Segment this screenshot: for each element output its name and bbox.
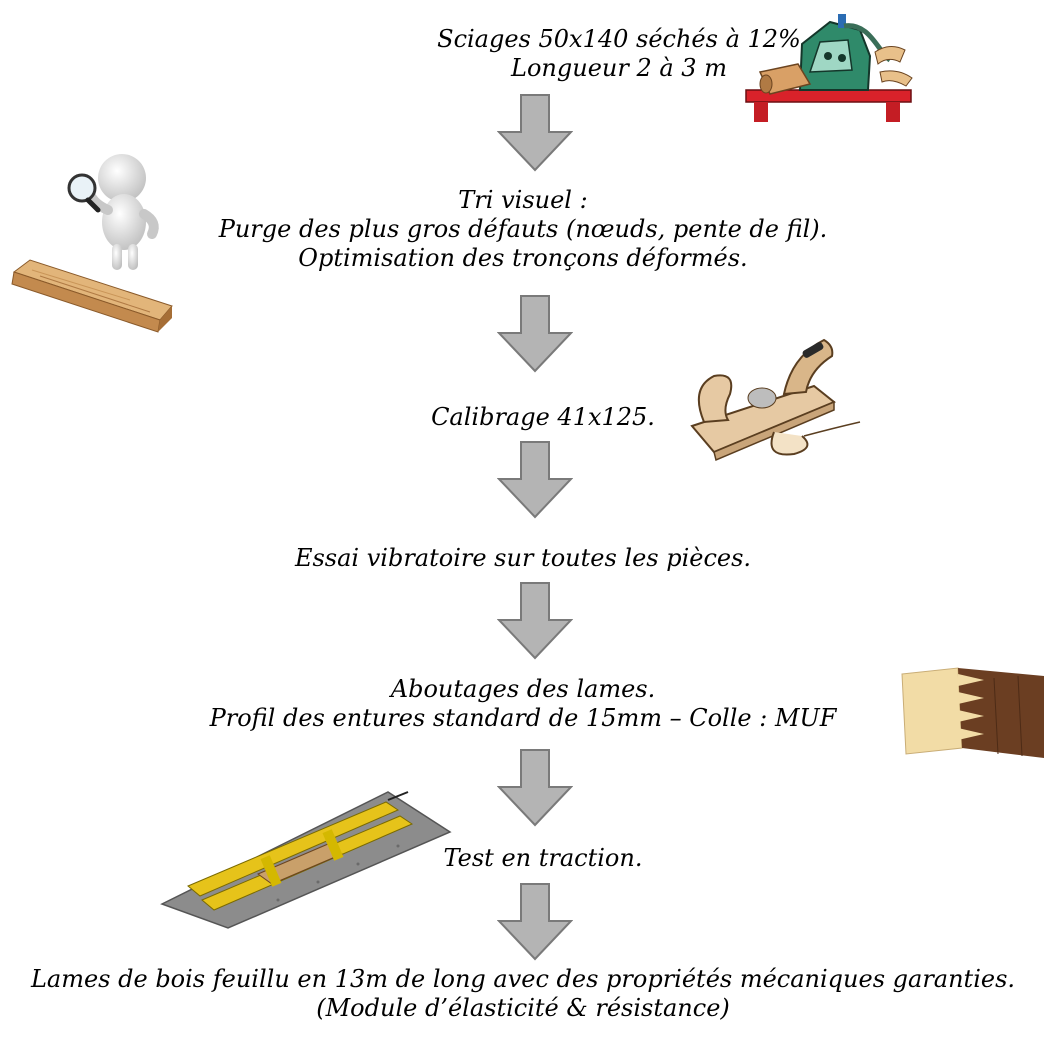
step-final-product: Lames de bois feuillu en 13m de long ave… xyxy=(0,965,1046,1023)
step-line: Test en traction. xyxy=(443,844,643,872)
step-line: Lames de bois feuillu en 13m de long ave… xyxy=(30,965,1016,993)
down-arrow-icon xyxy=(497,883,573,961)
person-with-magnifier-illustration xyxy=(67,154,159,270)
step-traction-test: Test en traction. xyxy=(20,844,1046,873)
hand-plane-illustration xyxy=(690,338,861,462)
wood-beam-illustration xyxy=(11,259,173,333)
down-arrow-icon xyxy=(497,295,573,373)
sawmill-machine-illustration xyxy=(745,14,913,122)
step-line: (Module d’élasticité & résistance) xyxy=(316,994,730,1022)
step-vibration-test: Essai vibratoire sur toutes les pièces. xyxy=(0,544,1046,573)
step-line: Profil des entures standard de 15mm – Co… xyxy=(209,704,837,732)
step-calibration: Calibrage 41x125. xyxy=(20,403,1046,432)
down-arrow-icon xyxy=(497,749,573,827)
step-line: Essai vibratoire sur toutes les pièces. xyxy=(294,544,752,572)
finger-joint-illustration xyxy=(901,667,1044,758)
step-line: Purge des plus gros défauts (nœuds, pent… xyxy=(218,215,828,243)
down-arrow-icon xyxy=(497,582,573,660)
down-arrow-icon xyxy=(497,94,573,172)
step-line: Optimisation des tronçons déformés. xyxy=(298,244,748,272)
step-finger-jointing: Aboutages des lames. Profil des entures … xyxy=(0,675,1046,733)
step-line: Calibrage 41x125. xyxy=(431,403,655,431)
step-line: Sciages 50x140 séchés à 12% xyxy=(437,25,801,53)
step-line: Aboutages des lames. xyxy=(390,675,656,703)
step-line: Longueur 2 à 3 m xyxy=(511,54,727,82)
step-line: Tri visuel : xyxy=(458,186,588,214)
down-arrow-icon xyxy=(497,441,573,519)
step-sawn-timber: Sciages 50x140 séchés à 12% Longueur 2 à… xyxy=(96,25,1046,83)
step-visual-sorting: Tri visuel : Purge des plus gros défauts… xyxy=(0,186,1046,273)
traction-test-bench-illustration xyxy=(160,791,452,929)
